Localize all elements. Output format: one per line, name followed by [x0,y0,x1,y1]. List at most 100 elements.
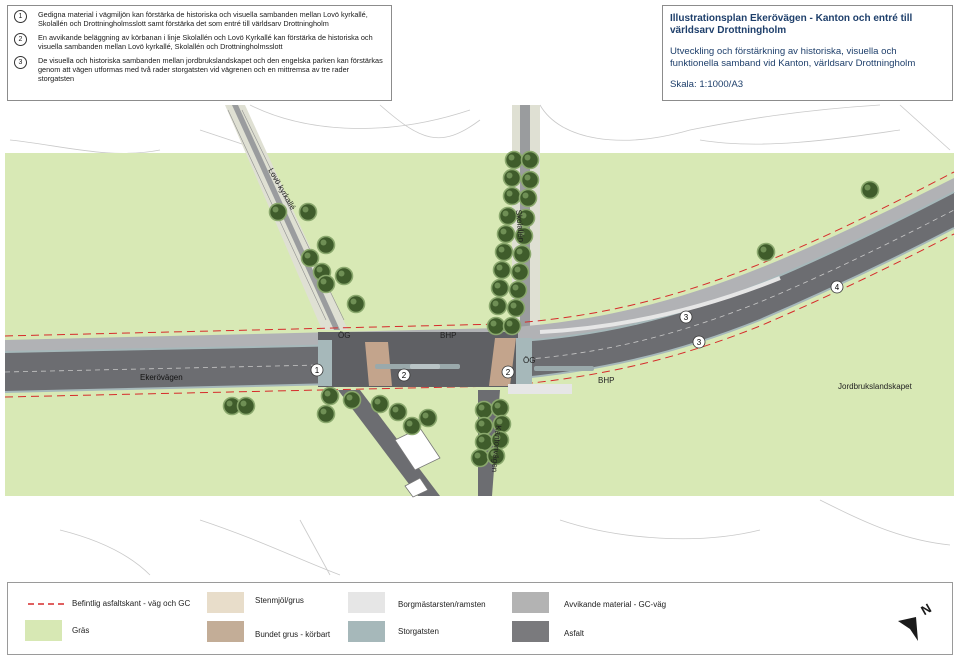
tree-highlight [406,420,413,427]
tree-canopy [520,150,540,170]
tree-highlight [516,248,523,255]
base-map-lines [9,104,951,576]
note-number: 1 [14,10,27,23]
tree-canopy [756,242,776,262]
marker-1: 1 [315,366,320,375]
tree-highlight [272,206,279,213]
legend-swatch-borgmastarsten [348,592,385,613]
tree-highlight [864,184,871,191]
tree-canopy [334,266,354,286]
intersection-area [318,332,594,394]
tree-highlight [514,266,521,273]
tree-canopy [494,242,514,262]
tree-canopy [298,202,318,222]
tree-highlight [518,230,525,237]
tree-canopy [512,244,532,264]
tree-highlight [478,420,485,427]
note-text: Gedigna material i vägmiljön kan förstär… [38,10,368,28]
tree-highlight [512,284,519,291]
tree-canopy [860,180,880,200]
tree-canopy [470,448,490,468]
tree-highlight [498,246,505,253]
north-label: N [918,600,934,618]
tree-highlight [490,450,497,457]
marker-3a: 3 [684,313,689,322]
north-arrow-icon: N [898,600,934,641]
note-text: De visuella och historiska sambanden mel… [38,56,383,83]
bhp-left-label: BHP [440,331,456,340]
tree-canopy [502,168,522,188]
tree-highlight [496,264,503,271]
marker-2a: 2 [402,371,407,380]
tree-canopy [502,186,522,206]
tree-canopy [316,404,336,424]
tree-highlight [494,402,501,409]
tree-highlight [478,404,485,411]
legend-swatch-storgatsten [348,621,385,642]
tree-highlight [226,400,233,407]
marker-3b: 3 [697,338,702,347]
tree-highlight [522,192,529,199]
tree-highlight [502,210,509,217]
note-1: 1 Gedigna material i vägmiljön kan först… [14,10,385,28]
tree-highlight [474,452,481,459]
tree-highlight [508,154,515,161]
tree-highlight [524,154,531,161]
legend-label-asfaltskant: Befintlig asfaltskant - väg och GC [72,599,191,608]
tree-highlight [338,270,345,277]
legend-label-asfalt: Asfalt [564,629,585,638]
og-left-label: ÖG [338,331,350,340]
tree-canopy [268,202,288,222]
tree-highlight [320,408,327,415]
plan-scale: Skala: 1:1000/A3 [670,79,744,90]
tree-highlight [506,172,513,179]
title-box: Illustrationsplan Ekerövägen - Kanton oc… [662,5,953,101]
tree-canopy [316,274,336,294]
tree-canopy [490,278,510,298]
note-2: 2 En avvikande beläggning av körbanan i … [14,33,385,51]
tree-canopy [236,396,256,416]
tree-highlight [760,246,767,253]
gc-path-right [539,276,781,334]
tree-canopy [490,398,510,418]
tree-canopy [488,296,508,316]
tree-canopy [346,294,366,314]
legend-swatch-asfalt [512,621,549,642]
plan-title: Illustrationsplan Ekerövägen - Kanton oc… [670,13,913,36]
og-right-label: ÖG [523,356,535,365]
tree-canopy [506,298,526,318]
tree-highlight [510,302,517,309]
tree-canopy [508,280,528,300]
marker-2b: 2 [506,368,511,377]
legend-label-gras: Gräs [72,626,90,635]
skolallen-label: Skolallén [514,209,526,242]
tree-canopy [492,260,512,280]
tree-highlight [304,252,311,259]
tree-highlight [500,228,507,235]
tree-canopy [370,394,390,414]
trees [222,150,880,468]
note-3: 3 De visuella och historiska sambanden m… [14,56,385,83]
legend-swatch-bundet-grus [207,621,244,642]
legend-swatch-stenmjol [207,592,244,613]
legend-label-avvikande-material: Avvikande material - GC-väg [564,600,667,609]
tree-canopy [474,416,494,436]
tree-canopy [320,386,340,406]
tree-canopy [300,248,320,268]
note-number: 2 [14,33,27,46]
tree-highlight [524,174,531,181]
legend-label-storgatsten: Storgatsten [398,627,439,636]
kantonvagen-label: Kantonvägen [490,425,503,473]
tree-canopy [474,400,494,420]
tree-highlight [302,206,309,213]
tree-canopy [316,235,336,255]
legend: Befintlig asfaltskant - väg och GC Gräs … [7,582,953,655]
bhp-right-label: BHP [598,376,614,385]
legend-red-dashed-line [28,603,64,605]
tree-highlight [346,394,353,401]
tree-canopy [520,170,540,190]
tree-canopy [418,408,438,428]
tree-highlight [494,434,501,441]
tree-canopy [402,416,422,436]
